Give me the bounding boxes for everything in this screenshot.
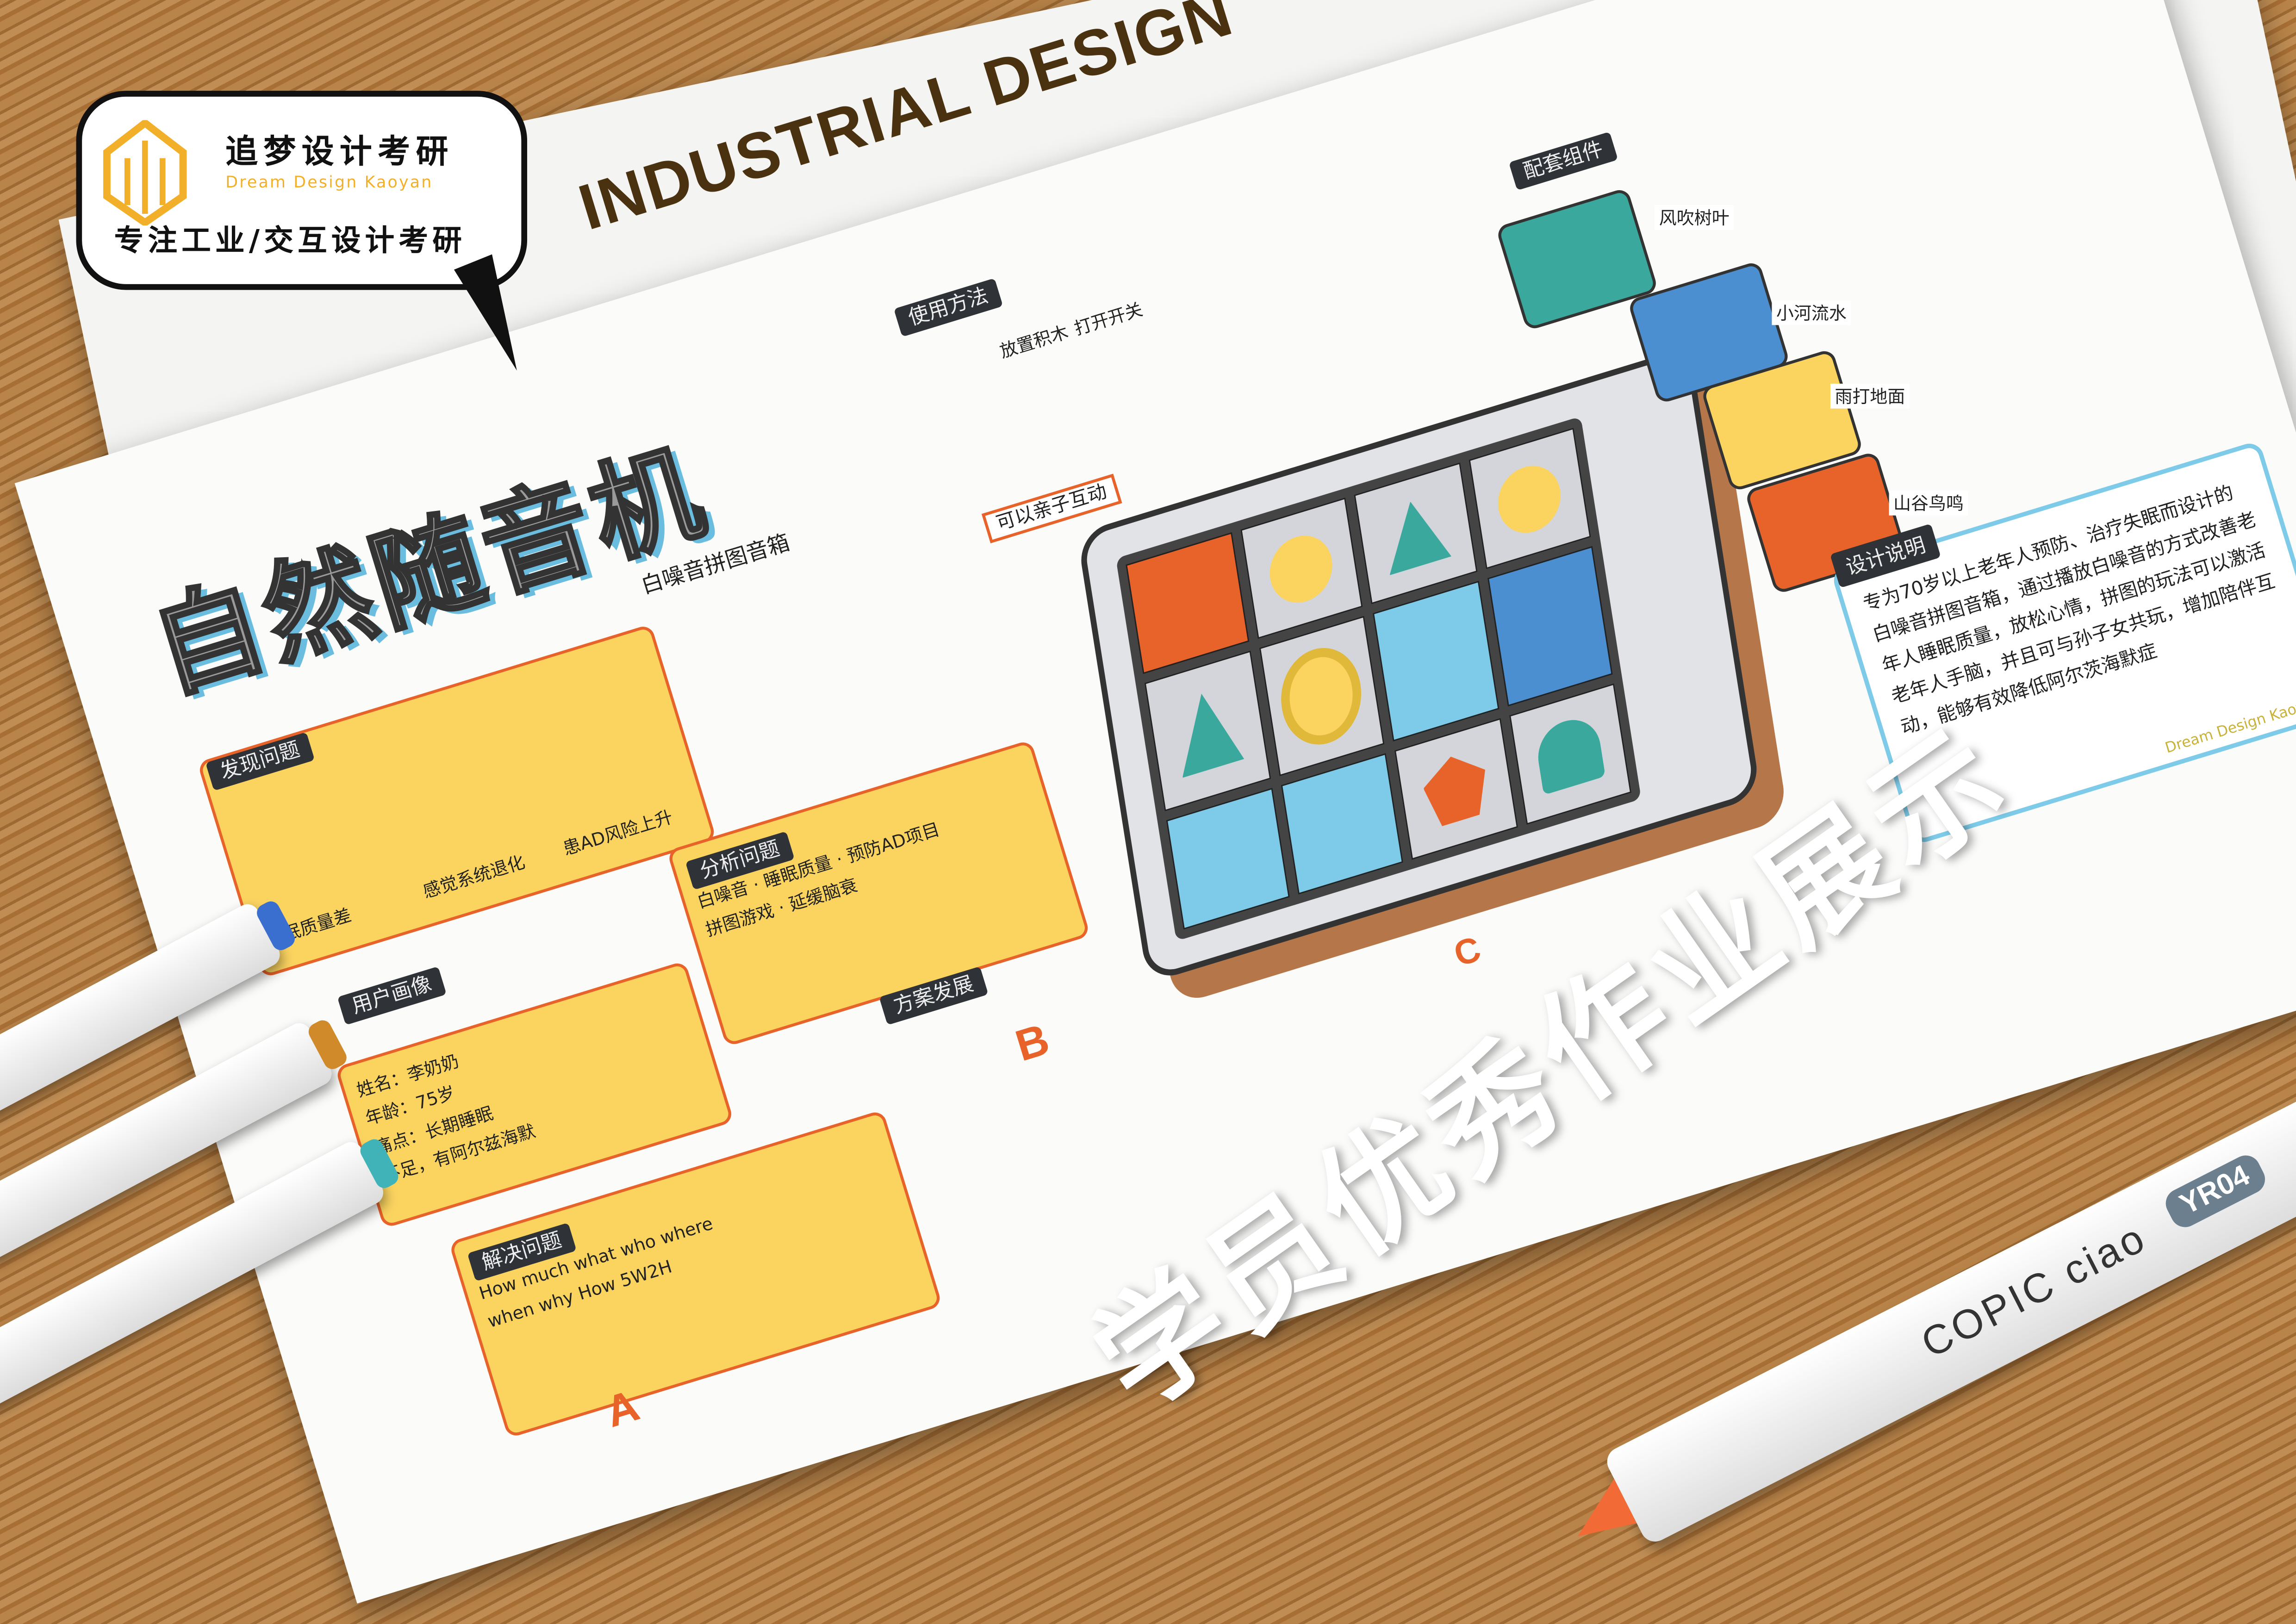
brand-badge: 追梦设计考研 Dream Design Kaoyan 专注工业/交互设计考研 bbox=[76, 91, 536, 379]
brand-name: 追梦设计考研 bbox=[225, 135, 454, 172]
marker-nib bbox=[1562, 1479, 1637, 1549]
brand-name-en: Dream Design Kaoyan bbox=[225, 173, 433, 192]
dream-design-logo-icon bbox=[103, 120, 187, 226]
brand-tagline: 专注工业/交互设计考研 bbox=[114, 222, 467, 258]
